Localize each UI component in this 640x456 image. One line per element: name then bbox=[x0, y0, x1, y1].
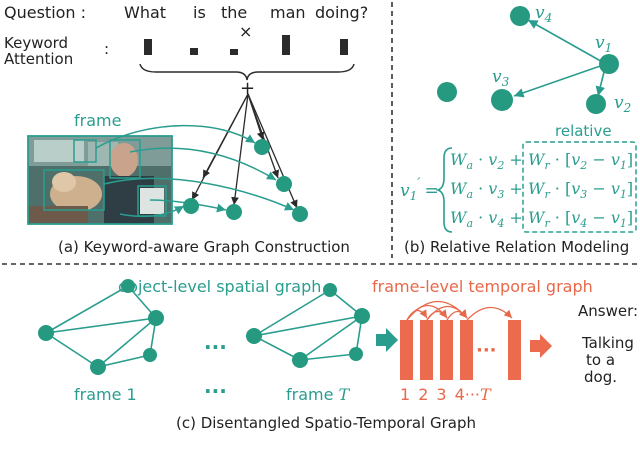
video-frame-image bbox=[27, 135, 173, 225]
relative-label: relative bbox=[555, 122, 612, 140]
frame-t-label: frame T bbox=[286, 385, 351, 404]
frame-label: frame bbox=[74, 111, 121, 130]
attention-bar bbox=[144, 39, 152, 55]
keyword-label: Keyword bbox=[4, 34, 68, 52]
question-word: doing? bbox=[315, 3, 368, 22]
answer-label: Answer: bbox=[578, 302, 638, 320]
svg-text:Wa · v2 +: Wa · v2 + bbox=[450, 150, 523, 172]
svg-text:Wa · v3 +: Wa · v3 + bbox=[450, 179, 523, 201]
attention-bar bbox=[230, 49, 238, 55]
temporal-title: frame-level temporal graph bbox=[372, 277, 593, 296]
label-v4: v4 bbox=[535, 3, 552, 25]
svg-text:Wr · [v2 − v1]: Wr · [v2 − v1] bbox=[528, 150, 633, 172]
label-v1: v1 bbox=[595, 33, 612, 55]
object-to-node-arrows bbox=[95, 124, 295, 218]
graph-nodes bbox=[183, 139, 308, 222]
answer-text: to a bbox=[586, 351, 615, 369]
relative-box bbox=[522, 141, 637, 233]
caption-ellipsis: ··· bbox=[204, 379, 227, 403]
label-v3: v3 bbox=[492, 67, 510, 89]
svg-text:Wa · v4 +: Wa · v4 + bbox=[450, 208, 523, 230]
plus-symbol: + bbox=[240, 78, 255, 99]
panel-c: object-level spatial graph frame-level t… bbox=[38, 277, 638, 432]
node-v4 bbox=[510, 6, 530, 26]
equation-row: Wa · v4 + Wr · [v4 − v1] bbox=[450, 208, 633, 230]
teal-block-arrow bbox=[376, 328, 398, 352]
question-label: Question : bbox=[4, 3, 86, 22]
temporal-bars-ellipsis: ··· bbox=[476, 340, 497, 361]
caption-c: (c) Disentangled Spatio-Temporal Graph bbox=[176, 414, 476, 432]
spatial-ellipsis: ··· bbox=[204, 335, 227, 359]
question-word: man bbox=[270, 3, 306, 22]
attention-bars bbox=[144, 35, 348, 55]
equation-brace bbox=[435, 147, 453, 233]
attention-brace bbox=[139, 63, 355, 81]
spatial-title: object-level spatial graph bbox=[118, 277, 321, 296]
keyword-colon: : bbox=[104, 40, 109, 58]
answer-text: dog. bbox=[584, 368, 617, 386]
orange-block-arrow bbox=[530, 334, 552, 358]
panel-a: Question : What is the man doing? × Keyw… bbox=[4, 3, 368, 256]
label-v2: v2 bbox=[614, 93, 631, 115]
node-v3 bbox=[491, 89, 513, 111]
times-symbol: × bbox=[239, 22, 252, 41]
node-v1 bbox=[599, 54, 619, 74]
caption-b: (b) Relative Relation Modeling bbox=[404, 238, 629, 256]
node-v2 bbox=[586, 94, 606, 114]
question-word: the bbox=[221, 3, 247, 22]
attention-bar bbox=[340, 39, 348, 55]
equation-lhs: v1′= bbox=[400, 176, 439, 203]
spatial-graph-frame-1 bbox=[38, 279, 164, 375]
temporal-bars bbox=[400, 320, 521, 380]
attention-label: Attention bbox=[4, 50, 73, 68]
svg-text:Wr · [v3 − v1]: Wr · [v3 − v1] bbox=[528, 179, 633, 201]
node-isolated bbox=[437, 82, 457, 102]
spatial-graph-frame-t bbox=[246, 283, 370, 368]
panel-b: v4 v1 v3 v2 relative v1′= Wa · v2 + Wr ·… bbox=[400, 3, 637, 256]
attention-bar bbox=[190, 48, 198, 55]
equation-row: Wa · v2 + Wr · [v2 − v1] bbox=[450, 150, 633, 172]
relation-nodes bbox=[437, 6, 619, 114]
question-word: What bbox=[124, 3, 166, 22]
frame-1-label: frame 1 bbox=[74, 385, 137, 404]
equation-row: Wa · v3 + Wr · [v3 − v1] bbox=[450, 179, 633, 201]
caption-a: (a) Keyword-aware Graph Construction bbox=[58, 238, 350, 256]
answer-text: Talking bbox=[581, 334, 634, 352]
svg-text:Wr · [v4 − v1]: Wr · [v4 − v1] bbox=[528, 208, 633, 230]
relation-edges bbox=[513, 19, 607, 98]
attention-bar bbox=[282, 35, 290, 55]
question-word: is bbox=[193, 3, 206, 22]
temporal-arcs bbox=[406, 300, 513, 321]
